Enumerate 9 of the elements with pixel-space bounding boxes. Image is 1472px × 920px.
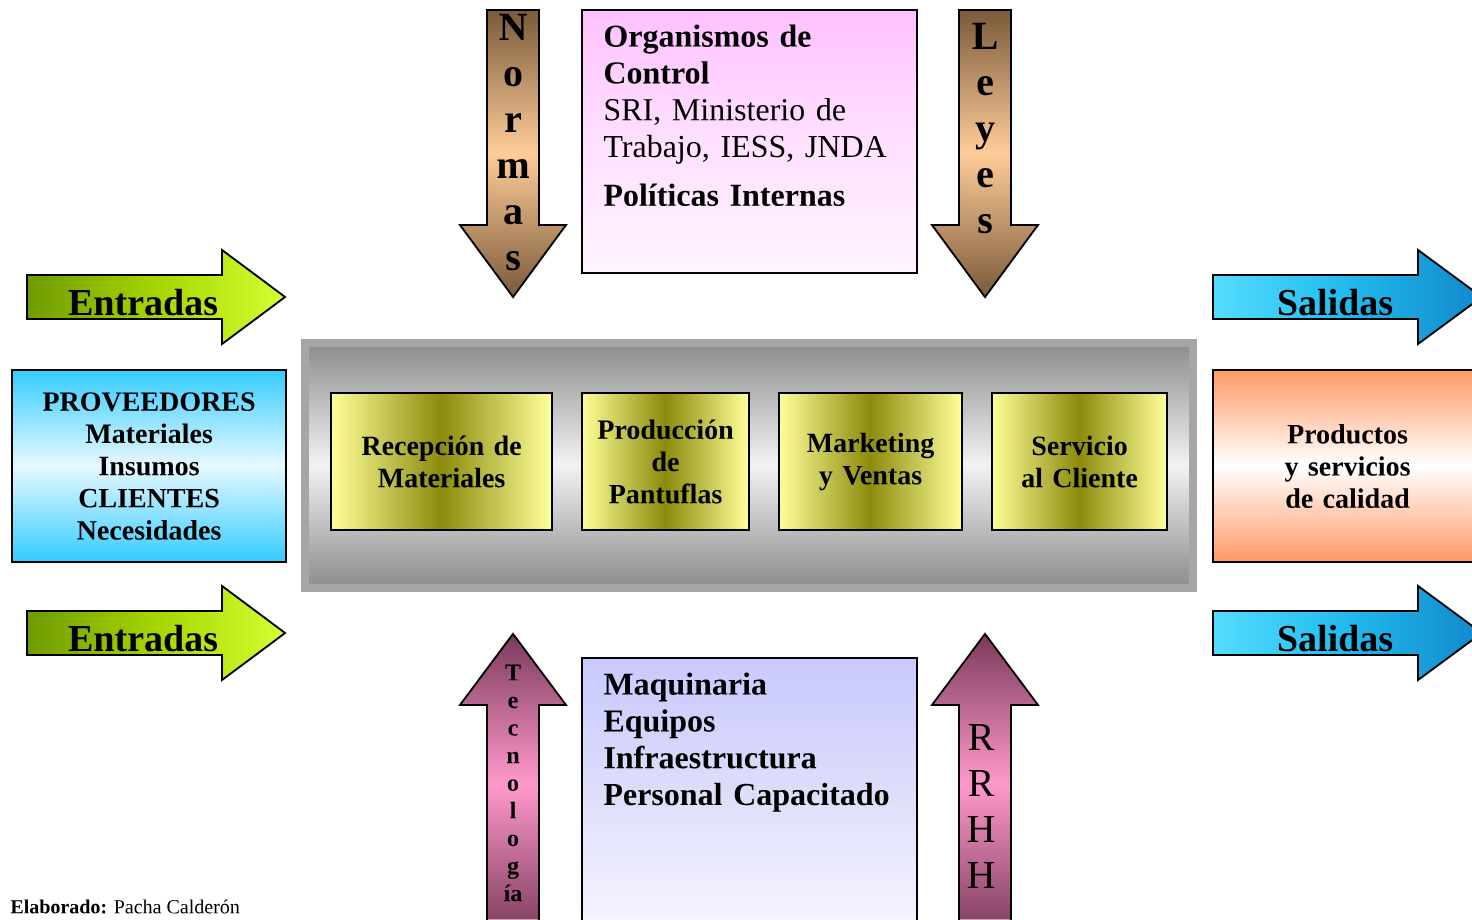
credit-text: Elaborado: Pacha Calderón: [10, 899, 240, 914]
process-box: Producción de Pantuflas: [581, 392, 750, 531]
text-box: Productos y servicios de calidad: [1212, 369, 1472, 563]
text-box: Organismos de Control SRI, Ministerio de Trabajo, IESS, JNDA Políticas Internas: [581, 9, 918, 274]
process-box: Recepción de Materiales: [330, 392, 553, 531]
text-box: PROVEEDORES Materiales Insumos CLIENTES Necesidades: [11, 369, 287, 563]
process-box: Servicio al Cliente: [991, 392, 1168, 531]
text-box: Maquinaria Equipos Infraestructura Personal Capacitado: [581, 657, 918, 920]
process-box: Marketing y Ventas: [778, 392, 963, 531]
